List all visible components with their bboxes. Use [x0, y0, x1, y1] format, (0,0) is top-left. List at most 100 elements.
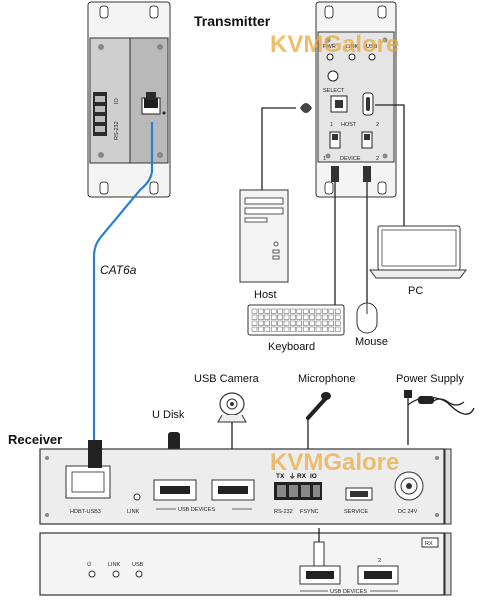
keyboard-key	[270, 326, 277, 332]
rx-badge: RX	[425, 541, 433, 547]
port-label-link: LINK	[127, 509, 140, 515]
rx-link-label: LINK	[108, 562, 121, 568]
tx-usb-label: USB	[366, 44, 378, 50]
tx-link-label: LINK	[346, 44, 359, 50]
keyboard-key	[315, 326, 322, 332]
receiver-title: Receiver	[8, 432, 62, 447]
serial-pin-gnd: ⏚	[289, 472, 296, 480]
host-computer	[239, 189, 289, 283]
port-label-service: SERVICE	[344, 509, 368, 515]
keyboard-key	[251, 320, 258, 326]
tx-pwr-led	[326, 53, 334, 61]
power-led	[88, 570, 96, 578]
keyboard-key	[302, 320, 309, 326]
tx-select-label: SELECT	[323, 88, 345, 94]
pc-cable	[375, 104, 405, 226]
keyboard-key	[296, 314, 303, 320]
keyboard-key	[290, 320, 296, 326]
link-led	[133, 493, 141, 501]
pc-laptop	[369, 225, 467, 279]
power-supply-label: Power Supply	[396, 373, 464, 385]
keyboard-label: Keyboard	[268, 341, 315, 353]
serial-pin-tx: TX	[276, 473, 285, 480]
keyboard-key	[277, 314, 283, 320]
keyboard-key	[322, 314, 328, 320]
keyboard-key	[334, 314, 341, 320]
keyboard-key	[270, 308, 277, 314]
usb-plug-icon	[331, 166, 339, 182]
power-supply-icon	[404, 390, 475, 445]
rx-usb-label: USB	[132, 562, 144, 568]
mouse-device	[356, 302, 378, 334]
keyboard-key	[302, 308, 309, 314]
pc-label: PC	[408, 285, 423, 297]
power-icon: ⏻	[87, 561, 92, 568]
microphone-label: Microphone	[298, 373, 355, 385]
serial-pin-rx: RX	[297, 473, 307, 480]
keyboard-key	[328, 308, 335, 314]
usb-led	[135, 570, 143, 578]
keyboard-key	[251, 308, 258, 314]
keyboard-key	[290, 308, 296, 314]
brand-logo-top: KVMGalore	[270, 31, 399, 58]
keyboard-key	[322, 320, 328, 326]
transmitter-title: Transmitter	[194, 13, 271, 29]
keyboard-key	[309, 320, 315, 326]
keyboard-device	[247, 304, 345, 336]
keyboard-key	[322, 326, 328, 332]
tx-host-label: HOST	[341, 122, 357, 128]
keyboard-key	[290, 314, 296, 320]
receiver-back-panel: RX ⏻ LINK USB 2 USB DEVICES	[39, 532, 452, 596]
receiver-wallplate: RS-232 IO	[87, 1, 171, 198]
keyboard-key	[270, 314, 277, 320]
link-led-back	[112, 570, 120, 578]
keyboard-key	[302, 326, 309, 332]
keyboard-key	[258, 308, 264, 314]
port-label-rs232: RS-232	[274, 509, 293, 515]
tx-port-4-label: 2	[376, 156, 379, 162]
keyboard-key	[315, 320, 322, 326]
keyboard-key	[296, 320, 303, 326]
cat6a-cable	[92, 122, 154, 440]
keyboard-key	[296, 308, 303, 314]
usb-plug-icon	[300, 103, 312, 113]
rx-port-2-number: 2	[378, 558, 381, 564]
keyboard-key	[251, 314, 258, 320]
keyboard-key	[264, 308, 271, 314]
tx-select-button[interactable]	[327, 70, 339, 82]
usb-plug-icon	[363, 166, 371, 182]
mouse-label: Mouse	[355, 336, 388, 348]
usb-camera-label: USB Camera	[194, 373, 260, 385]
keyboard-key	[258, 326, 264, 332]
port-label-hdbt: HDBT-USB3	[70, 509, 101, 515]
u-disk-label: U Disk	[152, 409, 185, 421]
keyboard-key	[283, 308, 290, 314]
usb-plug-icon	[313, 541, 325, 567]
keyboard-key	[315, 314, 322, 320]
keyboard-key	[258, 314, 264, 320]
tx-usb-led	[368, 53, 376, 61]
transmitter-wallplate: PWR LINK USB SELECT 1 HOST 2 DEVICE 1 2	[300, 1, 397, 198]
keyboard-key	[302, 314, 309, 320]
keyboard-key	[258, 320, 264, 326]
keyboard-key	[290, 326, 296, 332]
rj45-plug-icon	[88, 440, 102, 468]
keyboard-key	[264, 326, 271, 332]
host-cable	[261, 107, 296, 190]
wallplate-rs232-label: RS-232	[114, 121, 120, 140]
keyboard-key	[322, 308, 328, 314]
keyboard-key	[334, 320, 341, 326]
usb-camera-icon	[217, 392, 247, 423]
port-label-dc24v: DC 24V	[398, 509, 418, 515]
keyboard-key	[328, 314, 335, 320]
keyboard-key	[328, 326, 335, 332]
keyboard-key	[270, 320, 277, 326]
keyboard-key	[296, 326, 303, 332]
keyboard-key	[264, 320, 271, 326]
microphone-icon	[306, 392, 331, 420]
wallplate-io-label: IO	[114, 97, 120, 104]
rx-usb-devices-label: USB DEVICES	[330, 589, 367, 595]
port-label-usb-devices: USB DEVICES	[178, 507, 215, 513]
cat6a-label: CAT6a	[100, 263, 137, 277]
